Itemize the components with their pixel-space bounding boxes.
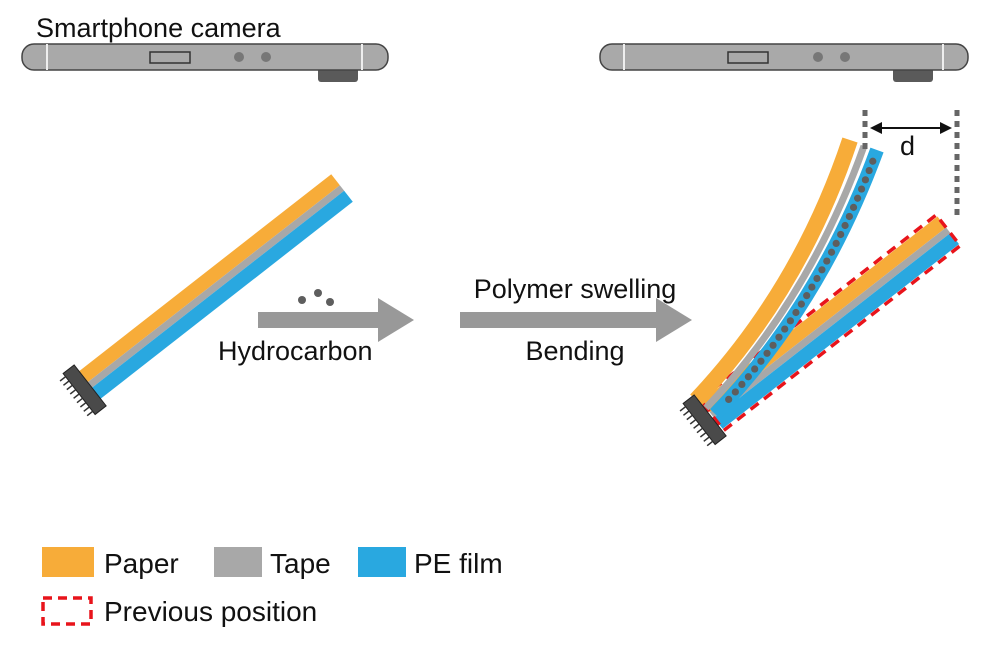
absorbed-molecule-dot	[841, 221, 849, 230]
absorbed-molecule-dot	[854, 194, 862, 202]
chip-icon	[679, 394, 727, 447]
absorbed-molecule-dot	[832, 239, 840, 248]
legend: Paper Tape PE film Previous position	[41, 547, 503, 627]
paper-layer	[79, 174, 340, 383]
absorbed-molecule-dot	[857, 185, 866, 193]
absorbed-molecule-dot	[837, 230, 845, 239]
chip-pin	[62, 380, 70, 386]
hydrocarbon-arrow: Hydrocarbon	[218, 289, 414, 366]
absorbed-molecule-dot	[849, 203, 858, 211]
phone-body	[21, 43, 389, 71]
absorbed-molecule-dot	[861, 176, 870, 184]
distance-label: d	[900, 131, 915, 161]
swelling-arrow: Polymer swelling Bending	[460, 274, 692, 366]
chip-pin	[73, 393, 80, 399]
legend-label-previous-position: Previous position	[104, 596, 317, 627]
legend-swatch-previous-position	[41, 596, 93, 626]
absorbed-molecule-dot	[731, 388, 739, 396]
title: Smartphone camera	[36, 13, 282, 43]
chip-icon	[59, 364, 107, 417]
chip-pin	[79, 402, 87, 408]
chip-pin	[696, 427, 703, 434]
absorbed-molecule-dot	[763, 349, 771, 357]
absorbed-molecule-dot	[845, 212, 853, 221]
molecule-dot	[298, 296, 306, 304]
chip-pin	[693, 423, 700, 429]
absorbed-molecule-dot	[775, 333, 783, 341]
absorbed-molecule-dot	[744, 373, 752, 381]
tape-layer	[703, 144, 868, 411]
chip-pin	[706, 440, 714, 447]
chip-pin	[689, 419, 697, 425]
swelling-label: Polymer swelling	[474, 274, 677, 304]
absorbed-molecule-dot	[818, 266, 826, 274]
chip-pin	[86, 410, 94, 417]
legend-swatch-pe-film	[358, 547, 406, 577]
molecule-dot	[314, 289, 322, 297]
chip-pin	[59, 376, 67, 382]
absorbed-molecule-dot	[797, 300, 805, 308]
absorbed-molecule-dot	[738, 380, 746, 389]
absorbed-molecule-dot	[803, 292, 811, 300]
chip-pin	[83, 406, 90, 412]
absorbed-molecule-dot	[869, 157, 877, 165]
legend-swatch-tape	[214, 547, 262, 577]
chip-pin	[699, 432, 707, 438]
camera-lens	[893, 68, 933, 82]
chip-pin	[66, 384, 73, 391]
tape-layer	[87, 185, 345, 388]
chip-pin	[76, 397, 83, 404]
absorbed-molecule-dot	[751, 365, 759, 373]
legend-label-tape: Tape	[270, 548, 331, 579]
molecule-dot	[326, 298, 334, 306]
chip-pin	[703, 436, 710, 442]
chip-pin	[682, 410, 690, 416]
absorbed-molecule-dot	[786, 317, 794, 325]
camera-lens	[318, 68, 358, 82]
chip-pin	[686, 414, 693, 421]
phone-body	[599, 43, 969, 71]
absorbed-molecule-dot	[792, 308, 800, 317]
sensor-strip-initial	[59, 174, 353, 417]
absorbed-molecule-dot	[781, 325, 789, 333]
absorbed-molecule-dot	[808, 283, 816, 291]
sensor-strip-bent	[690, 137, 884, 419]
paper-layer	[690, 137, 858, 406]
pe-film-layer	[91, 190, 353, 399]
absorbed-molecule-dot	[769, 341, 777, 349]
legend-label-paper: Paper	[104, 548, 179, 579]
absorbed-molecule-dot	[827, 248, 836, 256]
smartphone-left	[21, 43, 389, 82]
absorbed-molecule-dot	[813, 274, 821, 283]
chip-pin	[679, 406, 687, 412]
legend-swatch-paper	[42, 547, 94, 577]
absorbed-molecule-dot	[865, 166, 873, 175]
absorbed-molecule-dot	[725, 395, 733, 403]
legend-label-pe-film: PE film	[414, 548, 503, 579]
chip-pin	[69, 389, 77, 395]
smartphone-right	[599, 43, 969, 82]
distance-indicator: d	[862, 110, 960, 215]
absorbed-molecule-dot	[823, 257, 831, 265]
hydrocarbon-label: Hydrocarbon	[218, 336, 373, 366]
bending-label: Bending	[525, 336, 624, 366]
absorbed-molecule-dot	[757, 357, 765, 365]
